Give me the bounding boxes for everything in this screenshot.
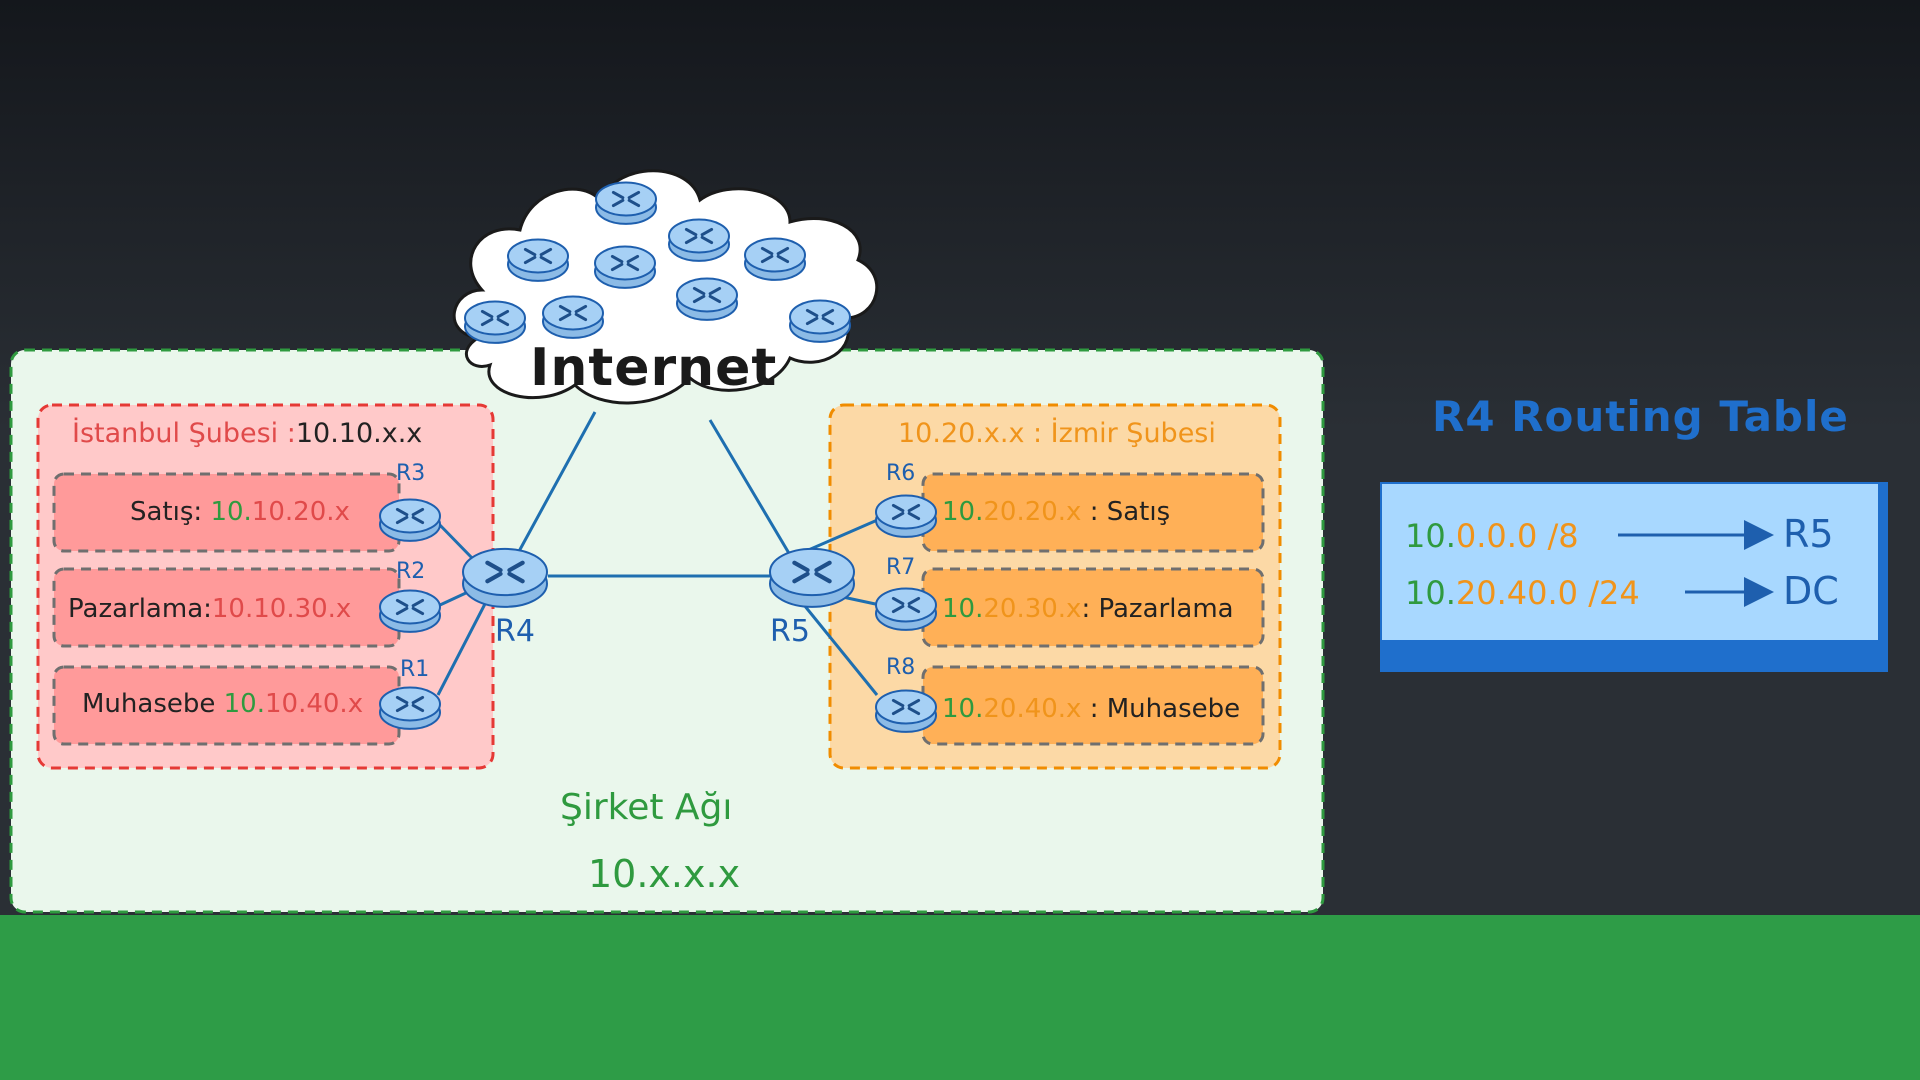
- link-r4-r2: [439, 590, 469, 607]
- network-links: [433, 411, 883, 696]
- istanbul-title-network: 10.10.x.x: [295, 418, 423, 449]
- route-2-prefix: 10.20.40.0 /24: [1405, 577, 1640, 609]
- internet-router-icon: [507, 238, 569, 282]
- dept-name: Muhasebe: [82, 689, 216, 719]
- internet-router-icon: [464, 300, 526, 344]
- router-label-r6: R6: [886, 461, 916, 486]
- istanbul-sales-label: Satış: 10.10.20.x: [130, 499, 350, 525]
- istanbul-title: İstanbul Şubesi :10.10.x.x: [72, 420, 422, 447]
- internet-cloud: [452, 169, 879, 405]
- dept-network: 10.10.30.x: [211, 594, 352, 624]
- dept-name: : Pazarlama: [1081, 594, 1234, 624]
- dept-network: 20.30.x: [983, 594, 1082, 624]
- router-r6-icon: [875, 494, 937, 538]
- izmir-marketing-label: 10.20.30.x: Pazarlama: [942, 596, 1234, 622]
- istanbul-marketing-row: [52, 567, 401, 648]
- istanbul-accounting-label: Muhasebe 10.10.40.x: [82, 691, 363, 717]
- company-network: 10.x.x.x: [588, 852, 741, 896]
- route-prefix-b: 20.40.0 /24: [1455, 574, 1640, 612]
- internet-router-icon: [542, 295, 604, 339]
- router-label-r8: R8: [886, 655, 916, 680]
- dept-name: : Satış: [1089, 497, 1171, 527]
- router-label-r5: R5: [770, 614, 810, 649]
- link-internet-r4: [515, 411, 597, 556]
- router-r2-icon: [379, 589, 441, 633]
- route-1-prefix: 10.0.0.0 /8: [1405, 520, 1579, 552]
- istanbul-accounting-row: [52, 665, 401, 746]
- router-label-r3: R3: [396, 461, 426, 486]
- internet-label: Internet: [530, 338, 778, 398]
- istanbul-title-name: İstanbul Şubesi :: [72, 418, 296, 449]
- dept-network-prefix: 10.: [942, 694, 984, 724]
- router-r3-icon: [379, 498, 441, 542]
- router-r1-icon: [379, 686, 441, 730]
- dept-name: : Muhasebe: [1081, 694, 1241, 724]
- router-r8-icon: [875, 689, 937, 733]
- company-name: Şirket Ağı: [560, 787, 733, 828]
- route-prefix-a: 10.: [1405, 574, 1456, 612]
- dept-network: 10.20.x: [251, 497, 350, 527]
- internet-router-icon: [676, 277, 738, 321]
- router-r5-icon: [769, 547, 855, 608]
- router-r7-icon: [875, 587, 937, 631]
- router-r4-icon: [462, 547, 548, 608]
- izmir-title-name: : İzmir Şubesi: [1024, 418, 1216, 449]
- internet-router-icon: [595, 181, 657, 225]
- link-internet-r5: [708, 419, 792, 556]
- internet-router-icon: [594, 245, 656, 289]
- router-label-r7: R7: [886, 555, 916, 580]
- dept-network: 20.40.x: [983, 694, 1082, 724]
- istanbul-marketing-label: Pazarlama:10.10.30.x: [68, 596, 351, 622]
- router-label-r2: R2: [396, 559, 426, 584]
- link-r4-r3: [433, 518, 476, 562]
- dept-network-prefix: 10.: [210, 497, 252, 527]
- route-prefix-b: 0.0.0 /8: [1455, 517, 1579, 555]
- izmir-title: 10.20.x.x : İzmir Şubesi: [898, 420, 1216, 447]
- routing-table-title: R4 Routing Table: [1432, 392, 1849, 441]
- dept-network-prefix: 10.: [942, 594, 984, 624]
- router-label-r1: R1: [400, 657, 430, 682]
- internet-router-icon: [744, 237, 806, 281]
- istanbul-sales-row: [52, 472, 401, 553]
- izmir-title-network: 10.20.x.x: [898, 418, 1025, 449]
- link-r4-r1: [436, 599, 489, 696]
- izmir-sales-label: 10.20.20.x : Satış: [942, 499, 1170, 525]
- routing-table: [1380, 482, 1888, 672]
- routing-table-body: [1380, 482, 1880, 642]
- dept-network: 10.40.x: [265, 689, 364, 719]
- dept-network-prefix: 10.: [223, 689, 265, 719]
- router-label-r4: R4: [495, 614, 535, 649]
- link-r5-r8: [798, 599, 879, 696]
- izmir-accounting-label: 10.20.40.x : Muhasebe: [942, 696, 1240, 722]
- route-prefix-a: 10.: [1405, 517, 1456, 555]
- dept-name: Satış:: [130, 497, 203, 527]
- route-2-next-hop: DC: [1783, 569, 1839, 613]
- internet-router-icon: [668, 218, 730, 262]
- internet-router-icon: [789, 299, 851, 343]
- dept-name: Pazarlama:: [68, 594, 212, 624]
- route-1-next-hop: R5: [1783, 512, 1834, 556]
- dept-network-prefix: 10.: [942, 497, 984, 527]
- dept-network: 20.20.x: [983, 497, 1082, 527]
